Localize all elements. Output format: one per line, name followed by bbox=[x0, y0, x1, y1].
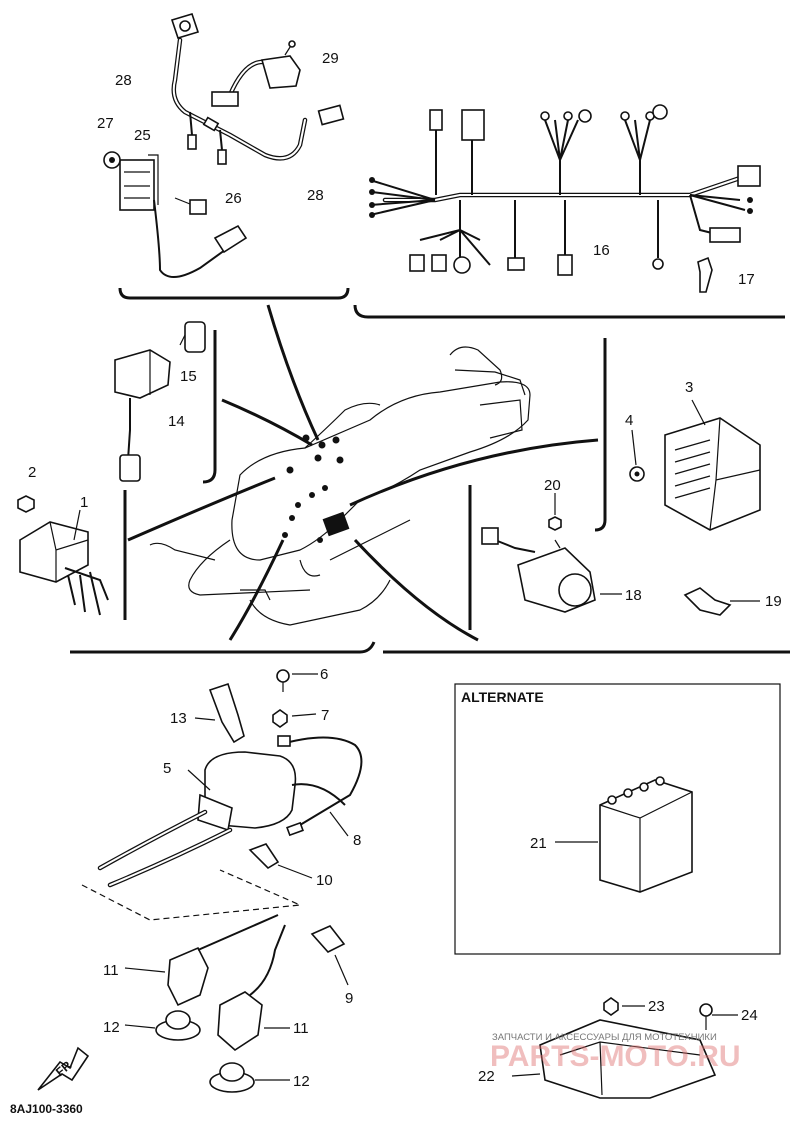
callout-24: 24 bbox=[741, 1007, 758, 1024]
part-7-nut bbox=[272, 709, 317, 728]
callout-23: 23 bbox=[648, 998, 665, 1015]
callout-9: 9 bbox=[345, 990, 353, 1007]
part-8-lead-wire bbox=[277, 735, 363, 837]
callout-22: 22 bbox=[478, 1068, 495, 1085]
part-9-clamp bbox=[310, 925, 349, 986]
callout-5: 5 bbox=[163, 760, 171, 777]
part-16-main-wire-harness bbox=[369, 104, 761, 276]
diagram-code: 8AJ100-3360 bbox=[10, 1102, 83, 1116]
part-4-nut bbox=[629, 429, 645, 482]
callout-13: 13 bbox=[170, 710, 187, 727]
callout-20: 20 bbox=[544, 477, 561, 494]
callout-12-top: 12 bbox=[103, 1019, 120, 1036]
part-11-plug-cap-a bbox=[124, 914, 279, 1007]
callout-21: 21 bbox=[530, 835, 547, 852]
part-3-rectifier-regulator bbox=[664, 399, 761, 531]
part-24-bolt bbox=[699, 1003, 738, 1030]
callout-14: 14 bbox=[168, 413, 185, 430]
section-dividers bbox=[70, 287, 790, 654]
part-11-plug-cap-b bbox=[217, 924, 290, 1052]
part-27-nut bbox=[103, 151, 121, 169]
front-arrow bbox=[37, 1046, 90, 1091]
part-21-battery bbox=[555, 776, 693, 893]
callout-29: 29 bbox=[322, 50, 339, 67]
callout-19: 19 bbox=[765, 593, 782, 610]
part-18-starter-motor bbox=[481, 527, 622, 613]
assembly-dash-guide bbox=[81, 869, 303, 921]
part-25-relay bbox=[119, 154, 248, 278]
part-12-plug-cap-seal-a bbox=[124, 1010, 201, 1041]
part-22-battery-box-bracket bbox=[511, 1019, 717, 1099]
part-12-plug-cap-seal-b bbox=[209, 1062, 290, 1093]
callout-11-bottom: 11 bbox=[293, 1020, 309, 1037]
snowmobile-outline bbox=[149, 346, 531, 626]
callout-1: 1 bbox=[80, 494, 88, 511]
callout-8: 8 bbox=[353, 832, 361, 849]
callout-2: 2 bbox=[28, 464, 36, 481]
callout-15: 15 bbox=[180, 368, 197, 385]
part-1-cdi-unit bbox=[19, 509, 109, 616]
part-19-bracket bbox=[683, 587, 760, 616]
part-2-nut bbox=[17, 495, 35, 513]
part-5-ignition-coil bbox=[97, 751, 297, 888]
callout-27: 27 bbox=[97, 115, 114, 132]
callout-28-bottom: 28 bbox=[307, 187, 324, 204]
part-26-bolt bbox=[174, 197, 207, 215]
callout-labels: 29 28 27 25 26 28 16 17 15 14 3 4 2 1 20… bbox=[28, 50, 782, 1090]
callout-10: 10 bbox=[316, 872, 333, 889]
callout-17: 17 bbox=[738, 271, 755, 288]
callout-25: 25 bbox=[134, 127, 151, 144]
callout-26: 26 bbox=[225, 190, 242, 207]
part-14-main-switch bbox=[114, 321, 206, 482]
part-10-clamp bbox=[248, 843, 313, 879]
part-23-nut bbox=[603, 997, 645, 1016]
leader-lines bbox=[127, 304, 599, 642]
callout-11-top: 11 bbox=[103, 962, 119, 979]
part-6-screw bbox=[276, 669, 318, 692]
callout-7: 7 bbox=[321, 707, 329, 724]
watermark-tagline: ЗАПЧАСТИ И АКСЕССУАРЫ ДЛЯ МОТОТЕХНИКИ bbox=[492, 1032, 717, 1043]
callout-6: 6 bbox=[320, 666, 328, 683]
part-28-sub-wire-harness bbox=[170, 13, 345, 165]
callout-28-top: 28 bbox=[115, 72, 132, 89]
part-13-clamp bbox=[194, 682, 245, 744]
callout-4: 4 bbox=[625, 412, 633, 429]
part-20-nut bbox=[548, 493, 562, 531]
callout-3: 3 bbox=[685, 379, 693, 396]
alternate-box bbox=[454, 683, 781, 955]
callout-16: 16 bbox=[593, 242, 610, 259]
callout-12-bottom: 12 bbox=[293, 1073, 310, 1090]
watermark: ЗАПЧАСТИ И АКСЕССУАРЫ ДЛЯ МОТОТЕХНИКИ PA… bbox=[490, 1032, 741, 1073]
alternate-label: ALTERNATE bbox=[461, 689, 544, 705]
callout-18: 18 bbox=[625, 587, 642, 604]
part-17-clamp bbox=[697, 256, 713, 293]
watermark-site: PARTS-MOTO.RU bbox=[490, 1040, 741, 1073]
